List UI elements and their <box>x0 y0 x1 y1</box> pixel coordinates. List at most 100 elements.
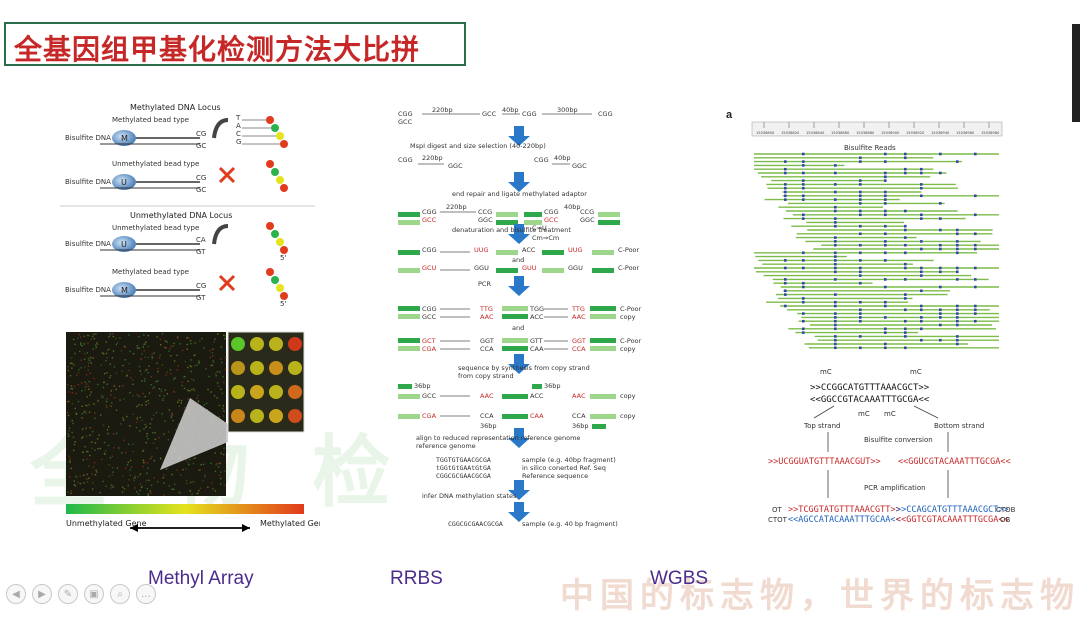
pen-tool-button[interactable]: ✎ <box>58 584 78 604</box>
methylated-cpg <box>939 217 942 220</box>
gc-label-1: GC <box>196 142 206 150</box>
array-spot <box>104 372 106 375</box>
array-spot <box>67 411 69 414</box>
bead-u1-letter: U <box>121 178 127 187</box>
rrbs-text: MspI digest and size selection (40-220bp… <box>410 142 546 150</box>
methylated-cpg <box>802 300 805 304</box>
array-spot <box>166 341 168 343</box>
methylated-cpg <box>956 228 959 232</box>
array-spot <box>223 484 226 486</box>
array-spot <box>136 491 138 493</box>
array-spot <box>123 439 125 442</box>
array-spot <box>184 375 186 378</box>
methylated-cpg <box>920 266 923 270</box>
array-spot <box>81 413 84 415</box>
array-spot <box>187 366 189 369</box>
more-options-button[interactable]: … <box>136 584 156 604</box>
array-spot <box>142 346 144 348</box>
array-spot <box>156 367 159 370</box>
methylated-cpg <box>939 202 942 205</box>
rrbs-text: sequence by synthesis from copy strand <box>458 364 590 372</box>
methylated-cpg <box>834 240 837 243</box>
slides-grid-button[interactable]: ▣ <box>84 584 104 604</box>
methylated-cpg <box>956 251 959 255</box>
array-spot <box>92 430 94 433</box>
array-spot <box>109 405 112 407</box>
pcr-amplification-label: PCR amplification <box>864 484 926 492</box>
methylated-cpg <box>834 236 837 239</box>
methylated-cpg <box>834 262 837 266</box>
array-spot <box>82 451 84 453</box>
array-spot <box>176 337 179 339</box>
array-spot <box>185 468 187 470</box>
methylated-cpg <box>920 183 923 186</box>
array-spot <box>84 366 86 368</box>
methylated-cpg <box>802 179 805 182</box>
rrbs-down-arrow <box>508 480 530 500</box>
methylated-cpg <box>784 160 787 163</box>
next-slide-button[interactable]: ▶ <box>32 584 52 604</box>
array-spot <box>178 405 180 407</box>
array-spot <box>89 372 92 374</box>
methylated-cpg <box>784 167 787 171</box>
methylated-cpg <box>884 171 887 175</box>
rrbs-down-arrow <box>508 224 530 244</box>
array-spot <box>88 403 91 406</box>
array-spot <box>111 467 114 469</box>
mc-top-1: mC <box>820 368 832 376</box>
array-spot <box>168 485 171 487</box>
methylated-cpg <box>956 342 959 346</box>
zoom-button[interactable]: ⌕ <box>110 584 130 604</box>
array-spot <box>211 482 213 484</box>
array-spot <box>112 433 115 435</box>
rrbs-text: AAC <box>480 392 494 400</box>
array-spot <box>111 455 114 457</box>
array-spot <box>90 338 93 340</box>
methylated-cpg <box>859 346 862 350</box>
array-spot <box>188 464 190 466</box>
array-spot <box>72 338 75 341</box>
array-spot <box>213 341 215 343</box>
previous-slide-button[interactable]: ◀ <box>6 584 26 604</box>
array-spot <box>154 438 157 441</box>
array-spot <box>86 352 88 354</box>
array-spot <box>196 397 198 399</box>
array-spot <box>178 491 180 493</box>
methylated-cpg <box>859 243 862 247</box>
array-spot <box>71 431 73 434</box>
array-spot <box>203 404 205 406</box>
methylated-cpg <box>802 186 805 190</box>
array-spot <box>171 488 173 490</box>
array-spot <box>200 463 202 466</box>
array-spot <box>160 390 163 393</box>
methylated-cpg <box>974 213 977 217</box>
array-spot <box>191 493 193 495</box>
rrbs-text: infer DNA methylation states <box>422 492 517 500</box>
ob-label: OB <box>1000 516 1011 524</box>
ca-label: CA <box>196 236 206 244</box>
methylated-cpg <box>904 293 907 296</box>
rrbs-text: UUG <box>568 246 583 254</box>
array-spot <box>78 333 81 336</box>
array-spot <box>147 334 149 337</box>
array-spot <box>135 421 138 423</box>
array-spot <box>146 488 148 490</box>
methylated-cpg <box>859 190 862 194</box>
array-spot <box>176 354 178 357</box>
array-spot <box>71 388 73 390</box>
array-spot <box>218 474 221 476</box>
array-spot <box>92 466 95 468</box>
array-spot <box>177 364 179 367</box>
array-spot <box>81 390 83 392</box>
methylated-cpg <box>884 346 887 350</box>
rrbs-seq-1: TGGTGTGAACGCGA <box>436 456 491 464</box>
array-spot <box>123 398 125 400</box>
array-spot <box>105 400 108 403</box>
array-spot <box>106 357 108 359</box>
array-spot <box>223 447 225 449</box>
array-spot <box>105 352 108 355</box>
rrbs-text: ACC <box>530 392 544 400</box>
array-spot <box>191 389 193 391</box>
methylated-cpg <box>939 266 942 270</box>
ob-seq: <<GGTCGTACAAATTTGCGA<< <box>896 515 1009 525</box>
